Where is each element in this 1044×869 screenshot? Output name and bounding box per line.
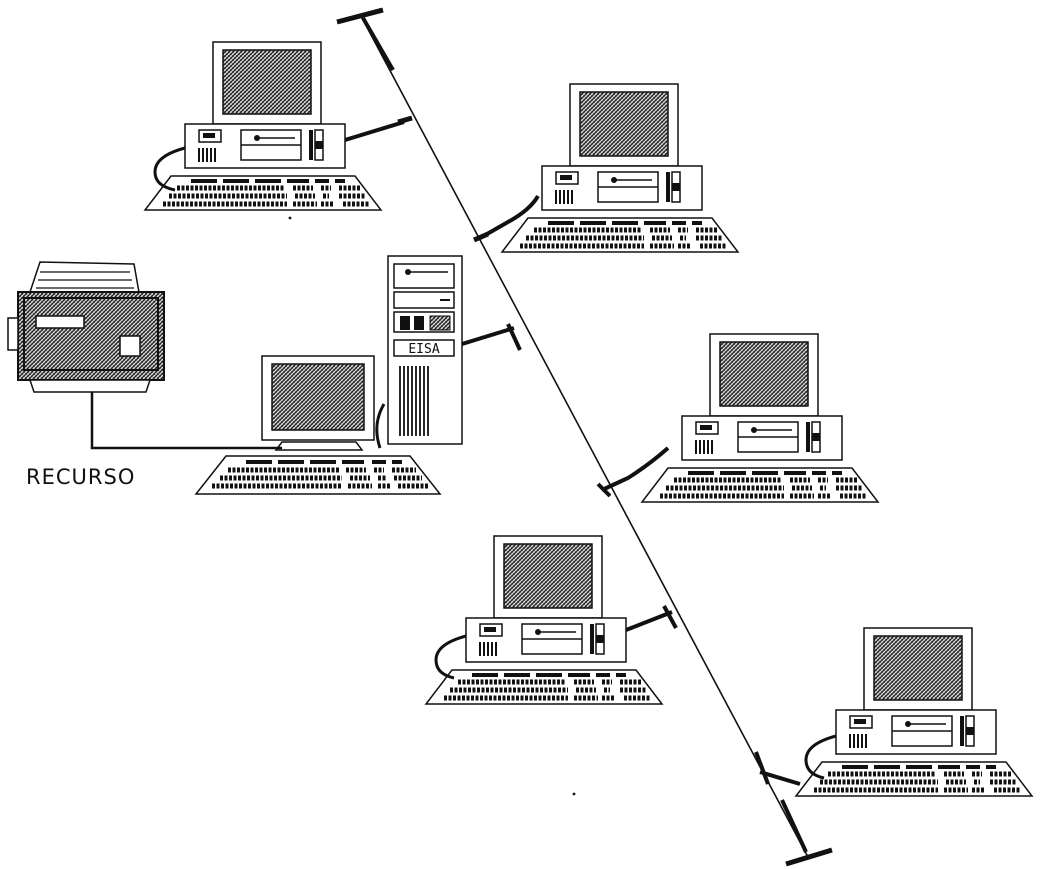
workstation — [796, 628, 1032, 796]
server-monitor — [262, 356, 384, 450]
workstation — [145, 42, 381, 210]
workstation — [502, 84, 738, 252]
bus-terminator-top — [337, 10, 383, 22]
scan-speck — [573, 793, 576, 796]
printer-cable — [92, 392, 282, 448]
workstation — [426, 536, 662, 704]
tower-server: EISA — [388, 256, 462, 444]
printer — [8, 262, 164, 392]
bus-terminator-bottom — [786, 850, 832, 864]
server-keyboard — [196, 456, 440, 494]
workstation — [642, 334, 878, 502]
resource-label: RECURSO — [26, 465, 135, 489]
scan-speck — [289, 217, 292, 220]
network-cable — [756, 736, 836, 784]
tower-label: EISA — [408, 342, 439, 357]
network-cable — [462, 324, 520, 350]
